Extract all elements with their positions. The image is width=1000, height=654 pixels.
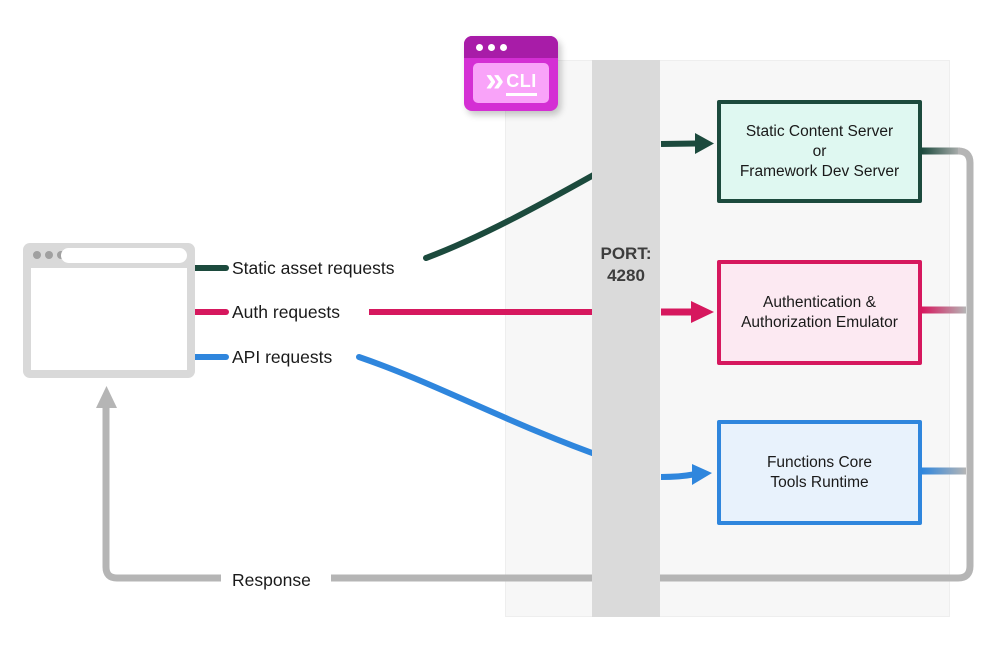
- cli-dot: [476, 43, 483, 51]
- api-requests-line: [356, 354, 609, 461]
- browser-dot: [33, 251, 41, 259]
- cli-chevron-icon: »: [485, 61, 505, 99]
- cli-dot: [488, 43, 495, 51]
- browser-address-bar: [61, 248, 187, 263]
- browser-content-area: [31, 268, 187, 370]
- response-arrowhead-icon: [96, 386, 117, 408]
- box-static-content-server: Static Content Server or Framework Dev S…: [717, 100, 922, 203]
- port-label-line2: 4280: [607, 266, 645, 285]
- box-line: Authorization Emulator: [741, 313, 898, 331]
- box-line: Framework Dev Server: [739, 162, 900, 180]
- browser-icon: [23, 243, 195, 378]
- auth-arrowhead-icon: [691, 301, 714, 323]
- static-requests-line: [423, 165, 609, 261]
- api-requests-label: API requests: [232, 347, 333, 367]
- box-line: Authentication &: [763, 293, 876, 311]
- cli-dot: [500, 43, 507, 51]
- response-rail-line: [331, 147, 974, 582]
- cli-label: CLI: [506, 71, 537, 96]
- box-line: Functions Core: [766, 453, 873, 471]
- box-functions-runtime: Functions Core Tools Runtime: [717, 420, 922, 525]
- api-arrow-line: [660, 471, 694, 480]
- browser-dot: [45, 251, 53, 259]
- static-arrowhead-icon: [695, 133, 714, 154]
- cli-icon: » CLI: [464, 36, 558, 111]
- port-label-line1: PORT:: [600, 244, 652, 263]
- cli-terminal-area: » CLI: [473, 63, 549, 103]
- box-auth-emulator: Authentication & Authorization Emulator: [717, 260, 922, 365]
- box-line: Static Content Server: [745, 122, 894, 140]
- static-arrow-line: [660, 140, 697, 147]
- box-line: or: [812, 142, 827, 160]
- cli-titlebar: [464, 36, 558, 58]
- api-arrowhead-icon: [692, 464, 712, 485]
- response-return-line: [102, 406, 221, 582]
- port-bar: PORT: 4280: [592, 60, 660, 617]
- auth-requests-label: Auth requests: [232, 302, 340, 322]
- box-line: Tools Runtime: [770, 473, 869, 491]
- static-requests-label: Static asset requests: [232, 258, 395, 278]
- response-label: Response: [232, 570, 311, 590]
